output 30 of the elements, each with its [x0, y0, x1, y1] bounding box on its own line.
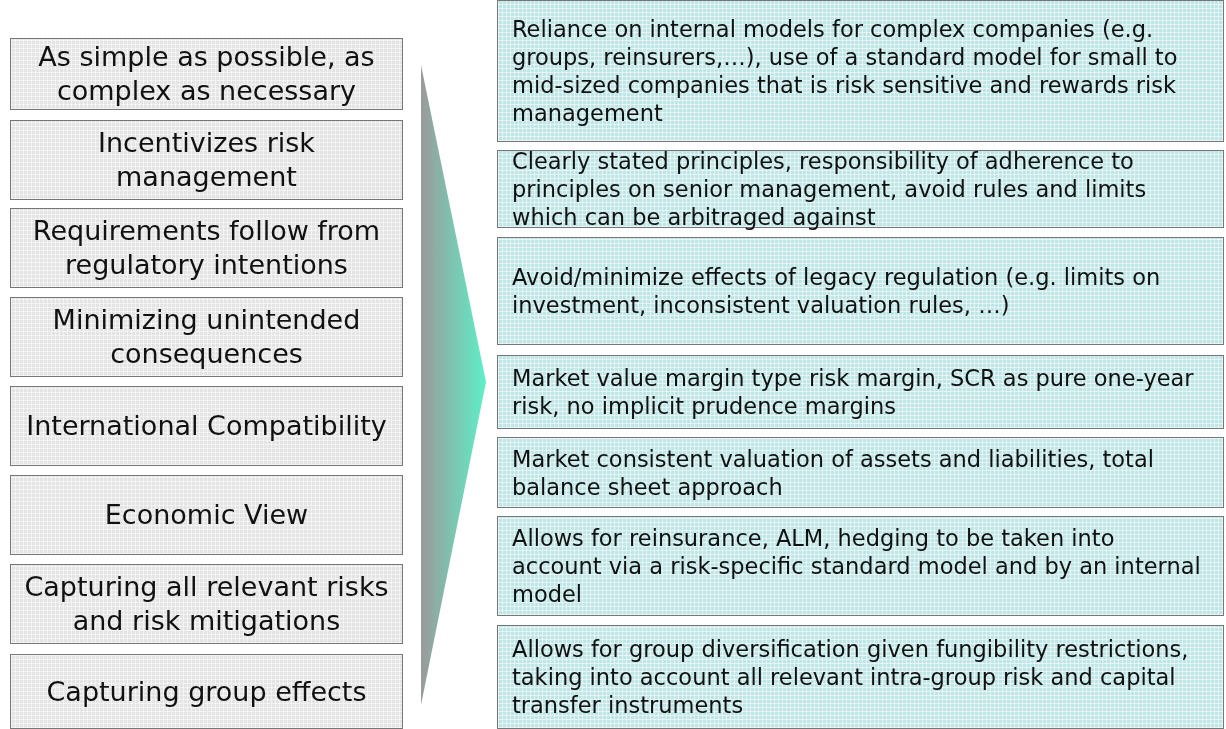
description-box — [497, 0, 1224, 142]
principle-box — [10, 475, 403, 555]
principle-box — [10, 654, 403, 729]
principle-box — [10, 120, 403, 200]
description-text: Market consistent valuation of assets and liabilities, total balance sheet approach — [512, 444, 1155, 501]
principle-text: Capturing group effects — [46, 674, 367, 709]
principle-text: Capturing all relevant risks and risk mitigations — [23, 570, 390, 638]
principle-text: International Compatibility — [26, 409, 387, 443]
description-text: Reliance on internal models for complex companies (e.g. groups, reinsurers,…), use of a standard model for small to mid-sized companies that is risk sensitive and rewards risk management — [512, 15, 1179, 127]
principle-text: Incentivizes risk management — [97, 126, 316, 194]
description-box — [497, 237, 1224, 345]
description-box — [497, 625, 1224, 729]
principle-text: As simple as possible, as complex as necessary — [37, 40, 376, 108]
description-text: Clearly stated principles, responsibility of adherence to principles on senior management, avoid rules and limits which can be arbitraged against — [512, 147, 1148, 231]
principle-box — [10, 38, 403, 110]
principle-text: Requirements follow from regulatory intentions — [31, 214, 382, 282]
principle-box — [10, 297, 403, 377]
description-box — [497, 516, 1224, 616]
principle-box — [10, 564, 403, 644]
description-box — [497, 150, 1224, 228]
description-box — [497, 437, 1224, 508]
principle-box — [10, 208, 403, 288]
principle-text: Economic View — [104, 498, 309, 532]
principle-box — [10, 386, 403, 466]
description-box — [497, 355, 1224, 429]
description-text: Avoid/minimize effects of legacy regulation (e.g. limits on investment, inconsistent valuation rules, …) — [512, 263, 1162, 319]
description-text: Market value margin type risk margin, SCR as pure one-year risk, no implicit prudence margins — [512, 364, 1195, 420]
principle-text: Minimizing unintended consequences — [51, 303, 362, 371]
description-text: Allows for group diversification given fungibility restrictions, taking into account all relevant intra-group risk and capital transfer instruments — [512, 635, 1190, 719]
description-text: Allows for reinsurance, ALM, hedging to be taken into account via a risk-specific standard model and by an internal model — [512, 524, 1202, 608]
